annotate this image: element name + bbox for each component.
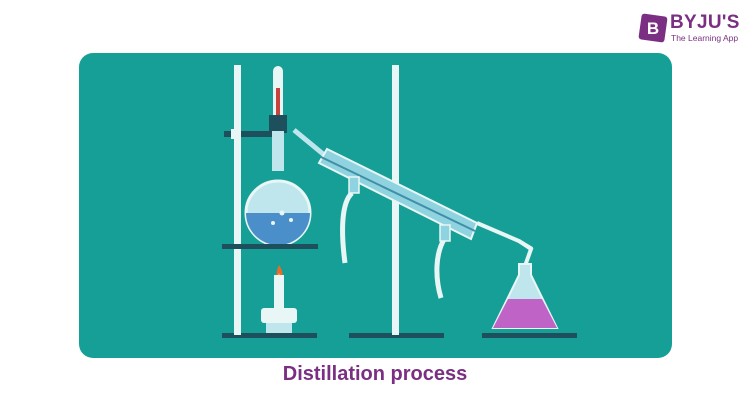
- round-bottom-flask-icon: [244, 179, 312, 247]
- diagram-caption: Distillation process: [282, 363, 468, 385]
- bunsen-burner-icon: [261, 265, 297, 333]
- conical-flask-icon: [491, 263, 559, 329]
- condenser-icon: [317, 147, 534, 251]
- flask-stopper: [269, 115, 287, 133]
- logo-letter: B: [647, 19, 659, 38]
- brand-logo: B BYJU'S The Learning App: [638, 12, 740, 47]
- stand-rod-left: [234, 65, 241, 335]
- water-inlet-tube: [340, 191, 354, 264]
- thermometer-icon: [273, 66, 283, 128]
- stand-base-left: [222, 333, 317, 338]
- stand-base-right: [482, 333, 577, 338]
- brand-name: BYJU'S: [670, 12, 740, 33]
- water-outlet-tube: [434, 236, 448, 299]
- stand-base-middle: [349, 333, 444, 338]
- distillation-illustration: [79, 53, 672, 358]
- brand-tagline: The Learning App: [671, 33, 739, 43]
- clamp-arm: [224, 131, 282, 137]
- adapter-tube: [517, 239, 534, 267]
- byjus-logo-icon: B: [638, 13, 668, 43]
- clamp-knob: [231, 129, 241, 139]
- support-ring: [222, 244, 318, 249]
- flask-neck: [272, 131, 284, 171]
- distillation-apparatus: [222, 65, 577, 338]
